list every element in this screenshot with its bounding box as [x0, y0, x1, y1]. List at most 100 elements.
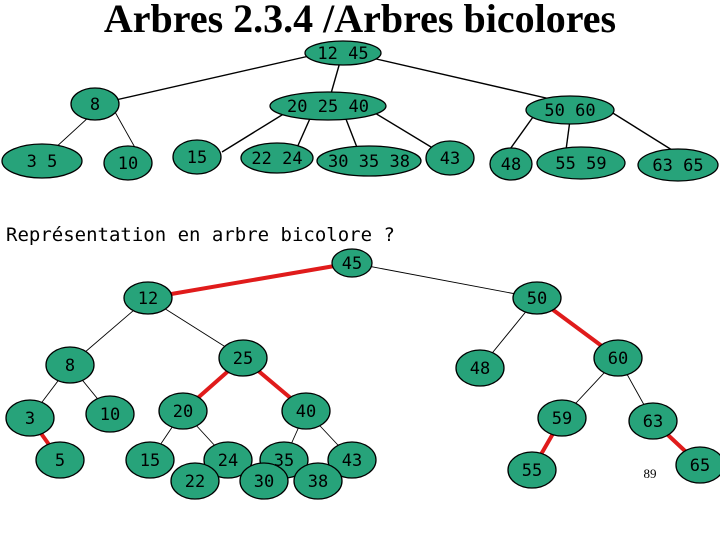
node-label: 63 65 [652, 156, 703, 176]
rb-node-20: 20 [158, 392, 208, 430]
rb-node-label: 65 [690, 456, 710, 476]
slide-title: Arbres 2.3.4 /Arbres bicolores [104, 0, 616, 41]
rb-node-shape [85, 395, 135, 433]
node-label: 15 [187, 148, 207, 168]
node-label: 30 35 38 [328, 152, 410, 172]
rb-node-63: 63 [628, 402, 678, 440]
rb-node-22: 22 [170, 462, 220, 500]
rb-node-40: 40 [281, 392, 331, 430]
node-label: 3 5 [27, 152, 58, 172]
rb-node-25: 25 [218, 339, 268, 377]
rb-node-60: 60 [593, 339, 643, 377]
rb-node-label: 35 [274, 451, 294, 471]
tree234-node-8: 8 [70, 87, 120, 121]
link-20_25_40-22_24 [295, 113, 313, 151]
rb-node-shape [218, 339, 268, 377]
node-label: 48 [501, 155, 521, 175]
link-12_45-8 [97, 53, 319, 105]
link-20_25_40-15 [221, 109, 291, 153]
rb-node-30: 30 [239, 462, 289, 500]
rb-node-59: 59 [537, 399, 587, 437]
node-label: 50 60 [544, 101, 595, 121]
rb-link-45-50 [351, 262, 538, 299]
tree234-node-48: 48 [489, 147, 533, 181]
rb-node-8: 8 [45, 346, 95, 384]
rb-node-label: 63 [643, 412, 663, 432]
link-20_25_40-43 [369, 109, 437, 151]
rb-node-shape [158, 392, 208, 430]
rb-node-10: 10 [85, 395, 135, 433]
rb-node-label: 30 [254, 472, 274, 492]
node-label: 20 25 40 [287, 97, 369, 117]
tree234-node-50_60: 50 60 [525, 95, 615, 125]
rb-node-shape [675, 446, 720, 484]
node-label: 43 [440, 149, 460, 169]
rb-node-label: 50 [527, 289, 547, 309]
tree234-node-63_65: 63 65 [637, 148, 719, 182]
tree234-node-22_24: 22 24 [240, 142, 314, 174]
rb-node-50: 50 [512, 281, 562, 315]
rb-node-65: 65 [675, 446, 720, 484]
tree234-node-12_45: 12 45 [304, 40, 382, 66]
tree234-node-15: 15 [172, 139, 222, 175]
rb-node-shape [628, 402, 678, 440]
rb-node-shape [507, 451, 557, 489]
rb-node-label: 59 [552, 409, 572, 429]
link-50_60-55_59 [565, 119, 571, 151]
rb-node-label: 60 [608, 349, 628, 369]
link-12_45-50_60 [371, 57, 573, 105]
rb-node-shape [239, 462, 289, 500]
rb-node-label: 38 [308, 472, 328, 492]
tree234-node-20_25_40: 20 25 40 [269, 91, 387, 121]
rb-node-label: 3 [25, 409, 35, 429]
rb-node-shape [5, 399, 55, 437]
rb-node-shape [327, 441, 377, 479]
rb-node-3: 3 [5, 399, 55, 437]
rb-node-55: 55 [507, 451, 557, 489]
rb-node-shape [203, 441, 253, 479]
rb-node-label: 22 [185, 472, 205, 492]
tree234-links [41, 53, 673, 161]
tree234-node-43: 43 [425, 140, 475, 176]
rb-node-48: 48 [455, 349, 505, 387]
rb-node-label: 43 [342, 451, 362, 471]
question-text: Représentation en arbre bicolore ? [6, 224, 395, 246]
rb-node-label: 12 [138, 289, 158, 309]
rb-node-shape [331, 248, 373, 278]
rb-node-label: 45 [342, 254, 362, 274]
rb-node-shape [281, 392, 331, 430]
rb-node-shape [123, 281, 173, 315]
rb-node-label: 55 [522, 461, 542, 481]
rb-node-shape [537, 399, 587, 437]
rb-node-shape [170, 462, 220, 500]
link-50_60-63_65 [607, 109, 673, 151]
rb-link-45-12 [146, 261, 354, 300]
node-label: 8 [90, 95, 100, 115]
node-label: 55 59 [555, 154, 606, 174]
rb-node-label: 24 [218, 451, 238, 471]
page-number: 89 [644, 466, 657, 481]
rb-node-label: 15 [140, 451, 160, 471]
link-20_25_40-30_35_38 [343, 113, 359, 151]
rb-node-5: 5 [35, 441, 85, 479]
rb-node-label: 8 [65, 356, 75, 376]
rb-node-38: 38 [293, 462, 343, 500]
redblack-nodes: 45 12 50 8 25 48 60 3 10 20 40 59 63 5 15 24 35 43 55 65 22 3… [5, 248, 720, 500]
node-label: 10 [118, 154, 138, 174]
rb-node-label: 48 [470, 359, 490, 379]
rb-node-label: 5 [55, 451, 65, 471]
rb-node-shape [45, 346, 95, 384]
tree234-node-3_5: 3 5 [1, 143, 83, 179]
rb-node-15: 15 [125, 441, 175, 479]
rb-node-label: 25 [233, 349, 253, 369]
rb-node-shape [455, 349, 505, 387]
rb-node-label: 20 [173, 402, 193, 422]
rb-node-shape [125, 441, 175, 479]
tree234-nodes: 12 45 8 20 25 40 50 60 3 5 10 [1, 40, 719, 182]
rb-node-label: 40 [296, 402, 316, 422]
rb-node-45: 45 [331, 248, 373, 278]
rb-node-shape [593, 339, 643, 377]
rb-node-shape [35, 441, 85, 479]
